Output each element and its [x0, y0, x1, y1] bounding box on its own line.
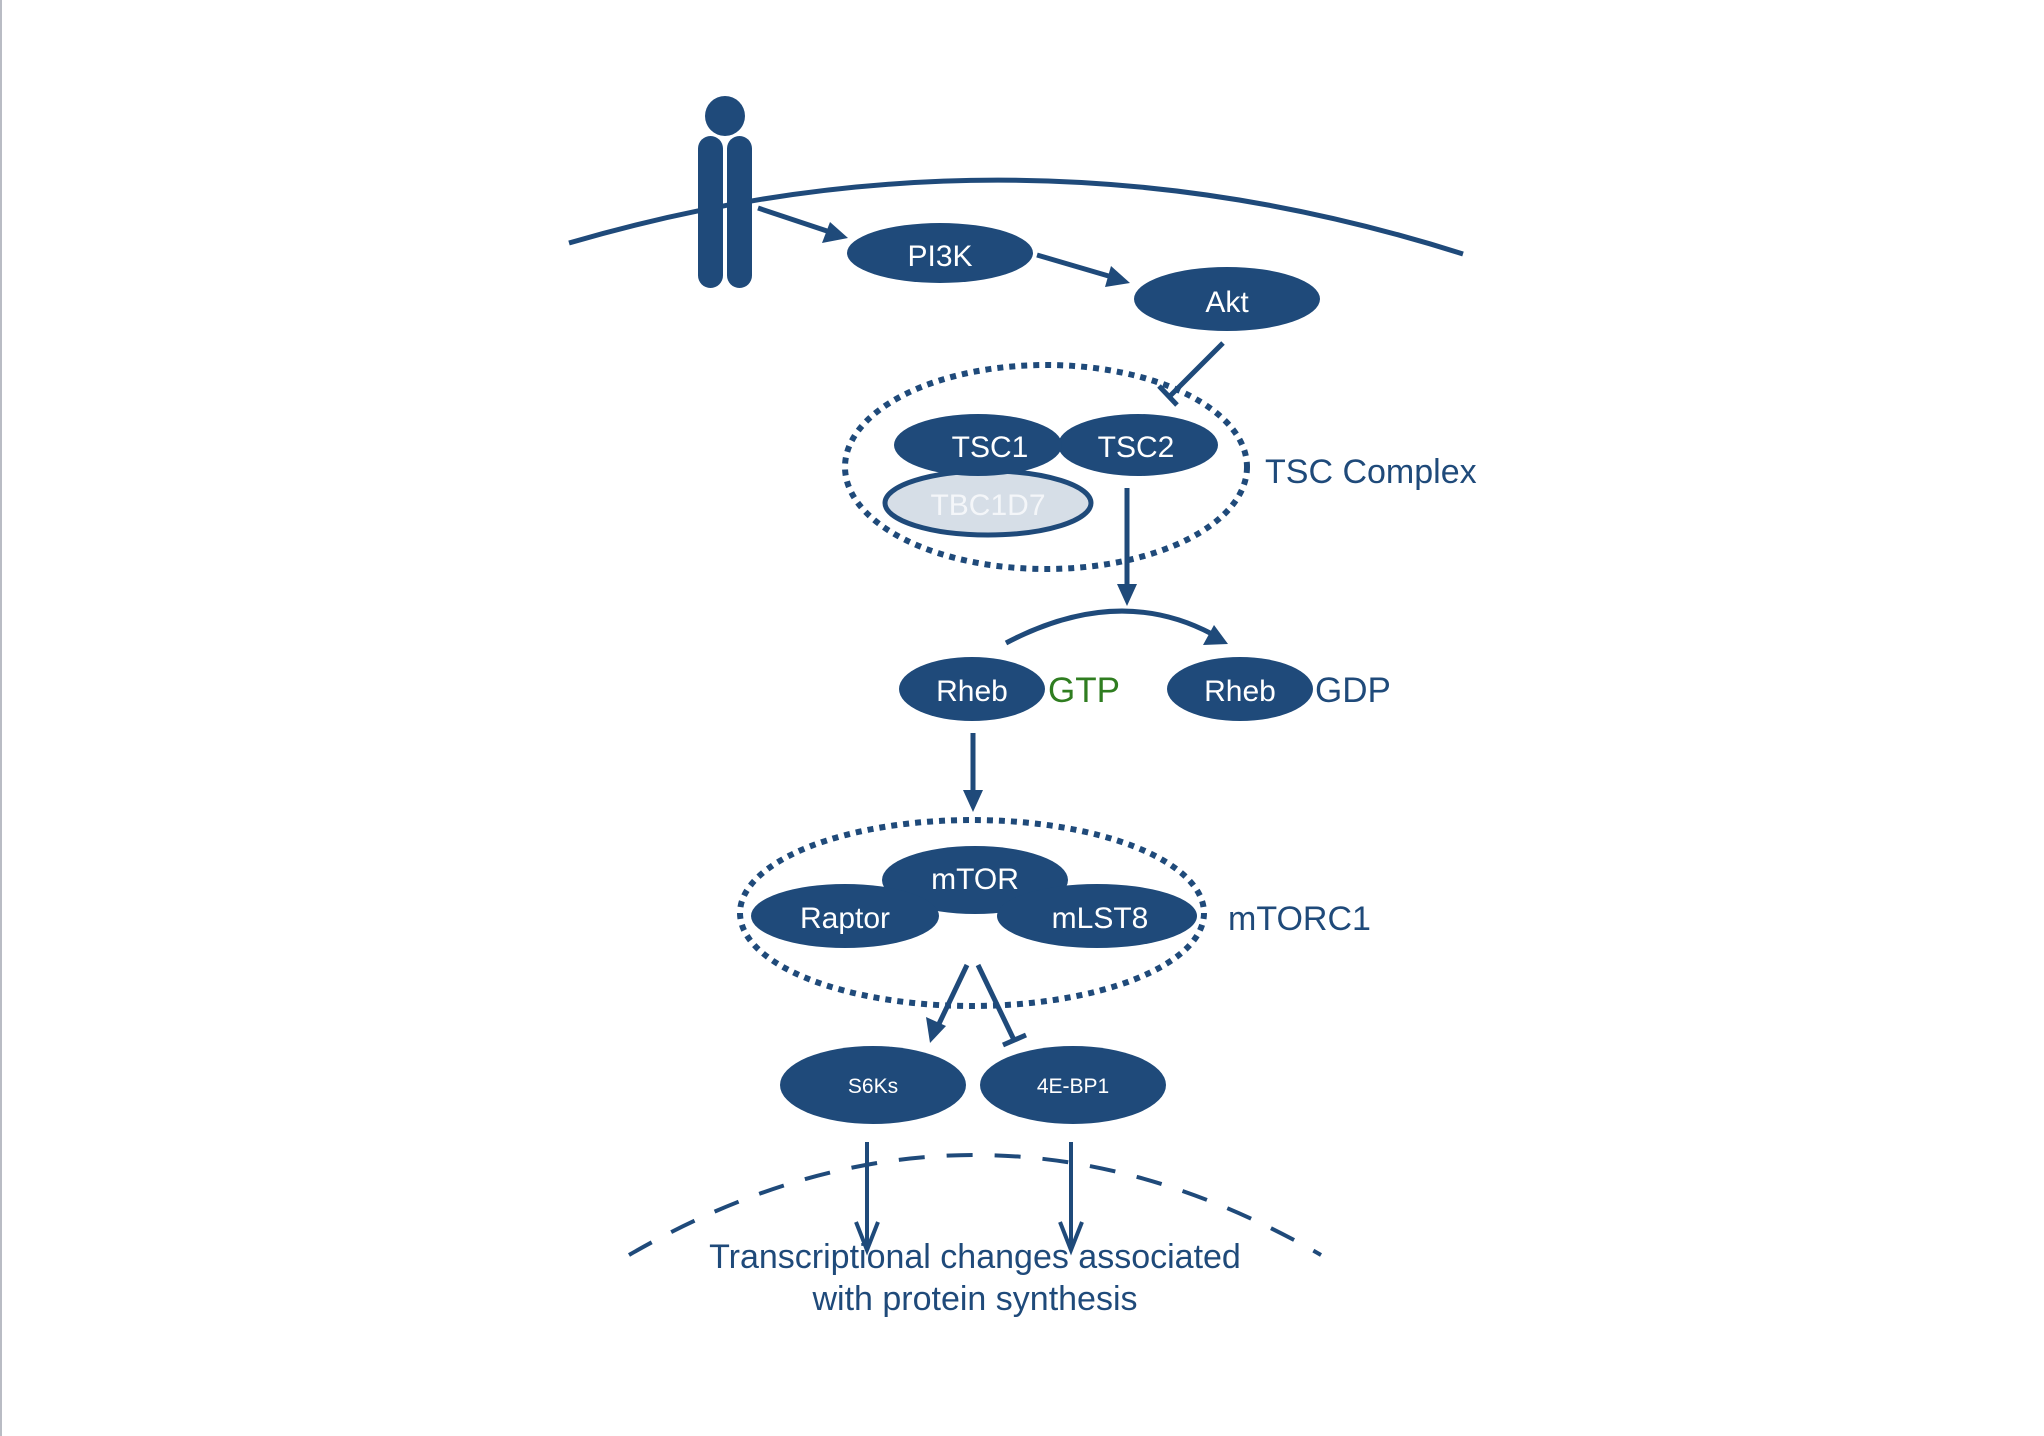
node-rheb-gdp[interactable]: Rheb	[1167, 657, 1313, 721]
node-mlst8-label: mLST8	[1052, 902, 1149, 935]
outcome-text-line1: Transcriptional changes associated	[709, 1238, 1241, 1276]
gdp-label: GDP	[1315, 671, 1391, 710]
node-4ebp1-label: 4E-BP1	[1037, 1075, 1109, 1098]
arrow-receptor-to-pi3k	[757, 205, 848, 243]
node-pi3k[interactable]: PI3K	[847, 223, 1033, 283]
inhibition-mtorc1-to-4ebp1	[975, 963, 1027, 1048]
node-rheb-gtp-label: Rheb	[936, 675, 1008, 708]
node-s6ks-label: S6Ks	[848, 1075, 898, 1098]
node-raptor-label: Raptor	[800, 902, 890, 935]
node-rheb-gdp-label: Rheb	[1204, 675, 1276, 708]
outcome-text-line2: with protein synthesis	[811, 1280, 1137, 1318]
tsc-complex-boundary	[842, 362, 1250, 572]
receptor-icon	[698, 96, 752, 288]
arrow-rheb-gtp-to-gdp	[1004, 608, 1228, 646]
node-tsc2[interactable]: TSC2	[1058, 414, 1218, 476]
mtorc1-boundary	[737, 817, 1207, 1009]
node-tbc1d7[interactable]: TBC1D7	[882, 468, 1094, 538]
node-raptor[interactable]: Raptor	[751, 884, 939, 948]
gtp-label: GTP	[1048, 671, 1120, 710]
receptor-right-chain	[727, 136, 752, 288]
arrow-rheb-to-mtorc1	[963, 733, 983, 812]
node-4ebp1[interactable]: 4E-BP1	[980, 1046, 1166, 1124]
node-mtor-label: mTOR	[931, 863, 1019, 896]
node-akt[interactable]: Akt	[1134, 267, 1320, 331]
node-tbc1d7-label: TBC1D7	[930, 489, 1045, 522]
arrow-pi3k-to-akt	[1036, 252, 1130, 287]
node-tsc2-label: TSC2	[1098, 431, 1175, 464]
tsc-complex-label: TSC Complex	[1265, 453, 1477, 491]
node-rheb-gtp[interactable]: Rheb	[899, 657, 1045, 721]
node-tsc1-label: TSC1	[952, 431, 1029, 464]
node-s6ks[interactable]: S6Ks	[780, 1046, 966, 1124]
arrow-s6ks-to-nucleus	[854, 1142, 880, 1256]
receptor-left-chain	[698, 136, 723, 288]
node-mlst8[interactable]: mLST8	[997, 884, 1197, 948]
arrow-tsc2-to-rheb-conversion	[1117, 488, 1137, 606]
mtorc1-label: mTORC1	[1228, 900, 1371, 938]
node-akt-label: Akt	[1205, 286, 1249, 319]
receptor-head	[705, 96, 745, 136]
node-pi3k-label: PI3K	[907, 240, 972, 273]
arrow-mtorc1-to-s6ks	[926, 963, 970, 1043]
node-tsc1[interactable]: TSC1	[894, 414, 1062, 476]
arrow-4ebp1-to-nucleus	[1058, 1142, 1084, 1256]
nuclear-envelope	[627, 1153, 1323, 1257]
